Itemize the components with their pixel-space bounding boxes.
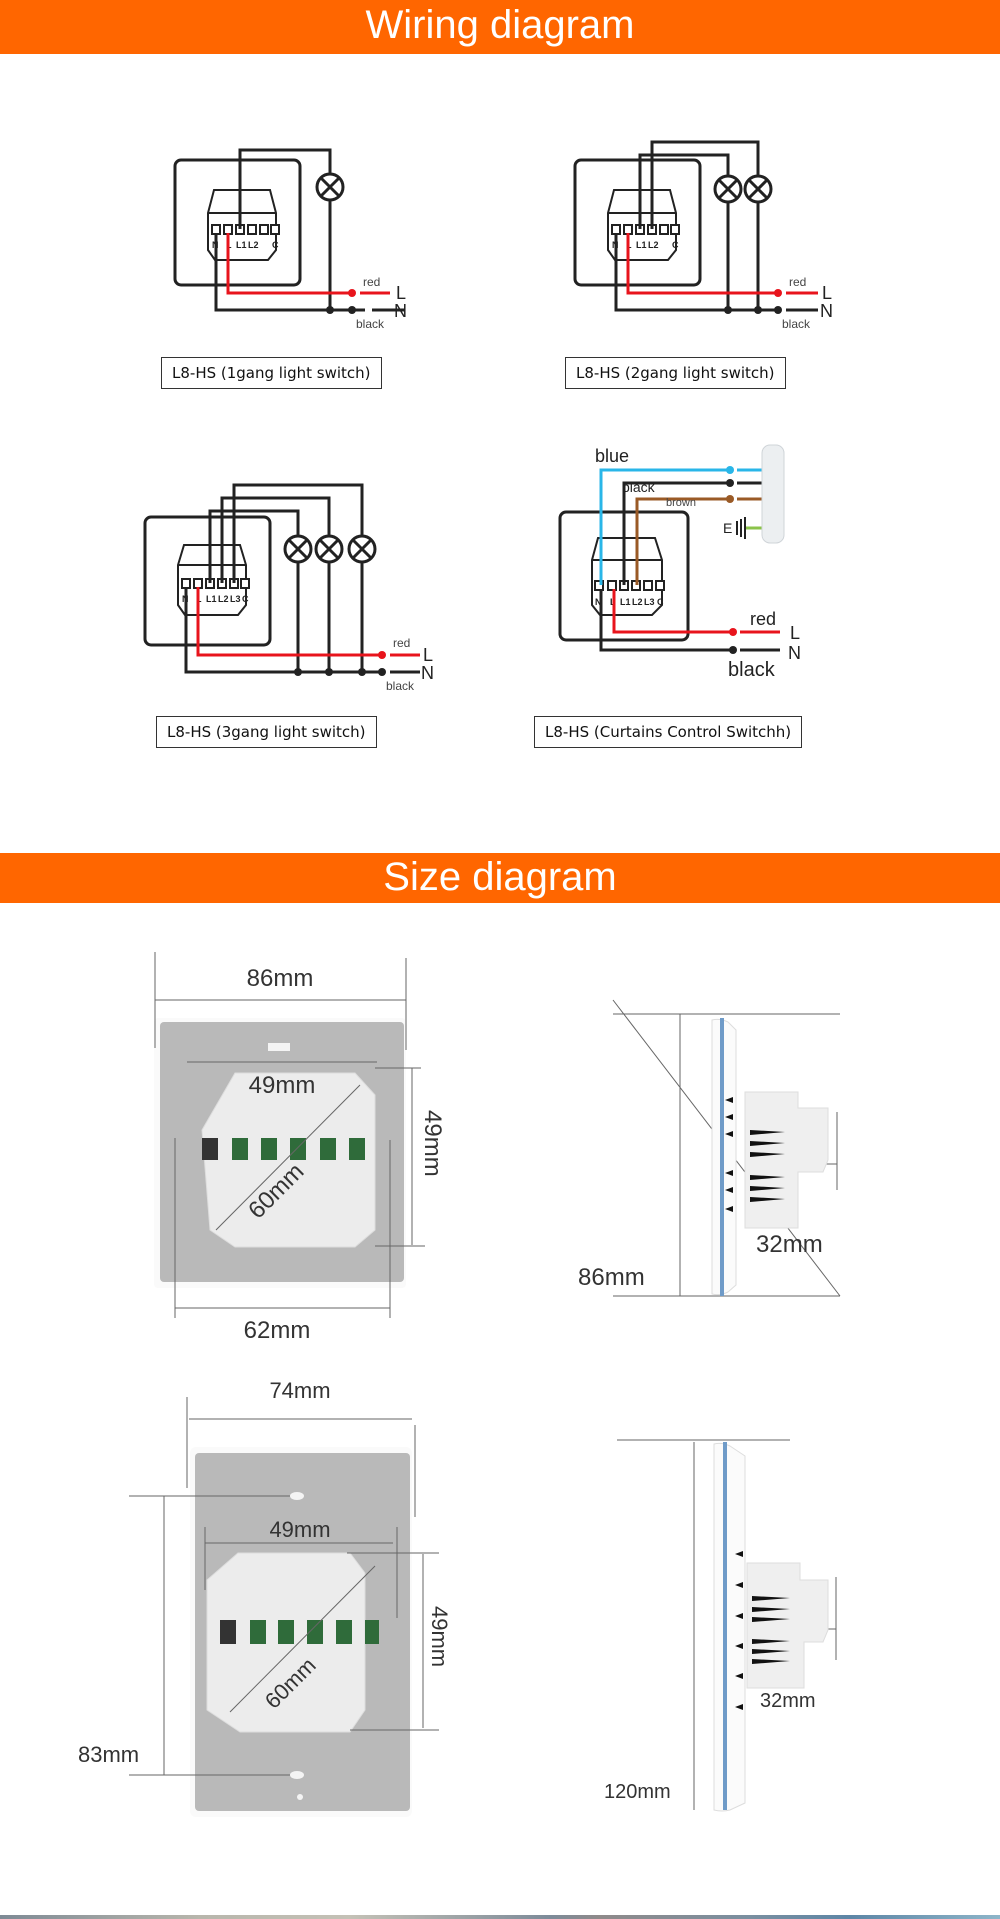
- live-terminal-label: L: [396, 283, 406, 303]
- terminal-l2: L2: [218, 594, 229, 604]
- live-wire-label: red: [363, 275, 380, 289]
- neutral-terminal-label: N: [788, 643, 801, 663]
- terminal-block: [211, 224, 280, 235]
- caption-2gang: L8-HS (2gang light switch): [565, 357, 786, 389]
- wire-live: [226, 233, 352, 295]
- wire-l1: [238, 148, 332, 229]
- lamp-icon: [314, 534, 344, 564]
- wiring-diagram-curtains: N L L1 L2 L3 C blue black brown E red L …: [558, 444, 801, 681]
- terminal-l1: L1: [620, 597, 631, 607]
- curtain-motor-image: [761, 444, 785, 544]
- neutral-wire-label: black: [782, 317, 811, 331]
- terminal-c: C: [272, 240, 279, 250]
- switch-module-side: [746, 1562, 829, 1689]
- neutral-terminal-label: N: [820, 301, 833, 321]
- wire-brown: [635, 497, 730, 585]
- blue-edge-strip: [720, 1018, 724, 1296]
- hole-spacing-dimension: 83mm: [78, 1742, 139, 1767]
- live-terminal-label: L: [790, 623, 800, 643]
- size-diagram-us-side: 32mm 120mm: [604, 1439, 837, 1812]
- wire-neutral: [214, 233, 365, 312]
- switch-module-side: [744, 1091, 829, 1229]
- black-wire-label: black: [622, 479, 656, 495]
- box-width-dimension: 49mm: [269, 1517, 330, 1542]
- neutral-wire-label: black: [386, 679, 415, 693]
- width-dimension: 86mm: [247, 965, 314, 992]
- wall-plate-outline: [173, 158, 302, 287]
- size-diagram-eu-front: 86mm 49mm 49mm 60mm 62mm: [154, 952, 446, 1344]
- hole-spacing-dimension: 62mm: [244, 1317, 311, 1344]
- terminal-row: [202, 1138, 365, 1160]
- wiring-diagram-1gang: N L L1 L2 C red L N black: [173, 148, 407, 331]
- neutral-terminal-label: N: [394, 301, 407, 321]
- lamp-icon: [347, 534, 377, 564]
- depth-dimension: 32mm: [756, 1231, 823, 1258]
- height-dimension: 86mm: [578, 1264, 645, 1291]
- depth-dimension: 32mm: [760, 1690, 816, 1712]
- wire-black-motor: [622, 481, 730, 585]
- terminal-l1: L1: [236, 240, 247, 250]
- size-diagram-header: Size diagram: [0, 853, 1000, 903]
- terminal-l3: L3: [644, 597, 655, 607]
- brown-wire-label: brown: [666, 497, 696, 509]
- lamp-icon: [315, 172, 345, 202]
- width-dimension: 74mm: [269, 1378, 330, 1403]
- live-wire-label: red: [750, 609, 776, 629]
- terminal-l2: L2: [648, 240, 659, 250]
- wiring-diagram-header: Wiring diagram: [0, 0, 1000, 54]
- box-height-dimension: 49mm: [419, 1110, 446, 1177]
- footer-divider: [0, 1915, 1000, 1919]
- terminal-l2: L2: [632, 597, 643, 607]
- terminal-c: C: [657, 597, 664, 607]
- blue-wire-label: blue: [595, 446, 629, 466]
- switch-module: [207, 189, 277, 261]
- wire-live: [612, 589, 733, 634]
- height-dimension: 120mm: [604, 1781, 671, 1803]
- caption-1gang: L8-HS (1gang light switch): [161, 357, 382, 389]
- terminal-l3: L3: [230, 594, 241, 604]
- terminal-l1: L1: [636, 240, 647, 250]
- wiring-diagram-2gang: N L L1 L2 C red L N black: [573, 140, 833, 331]
- box-width-dimension: 49mm: [249, 1072, 316, 1099]
- size-diagram-eu-side: 32mm 86mm: [578, 999, 841, 1297]
- terminal-c: C: [242, 594, 249, 604]
- wiring-diagram-3gang: N L L1 L2 L3 C red L N black: [143, 483, 434, 693]
- terminal-row: [220, 1620, 379, 1644]
- live-terminal-label: L: [822, 283, 832, 303]
- terminal-l2: L2: [248, 240, 259, 250]
- switch-module-back: [201, 1072, 376, 1248]
- wire-neutral: [599, 589, 733, 652]
- size-diagram-us-front: 74mm 49mm 49mm 60mm 83mm: [78, 1378, 452, 1817]
- terminal-n: N: [595, 597, 602, 607]
- earth-label: E: [723, 520, 732, 536]
- lamp-icon: [283, 534, 313, 564]
- caption-3gang: L8-HS (3gang light switch): [156, 716, 377, 748]
- neutral-wire-label: black: [728, 659, 776, 681]
- box-height-dimension: 49mm: [427, 1606, 452, 1667]
- terminal-l1: L1: [206, 594, 217, 604]
- neutral-wire-label: black: [356, 317, 385, 331]
- wire-blue: [599, 468, 730, 585]
- live-wire-label: red: [789, 275, 806, 289]
- blue-edge-strip: [723, 1442, 727, 1810]
- lamp-icon: [743, 174, 773, 204]
- live-terminal-label: L: [423, 645, 433, 665]
- lamp-icon: [713, 174, 743, 204]
- live-wire-label: red: [393, 636, 410, 650]
- switch-panel-side: [713, 1442, 746, 1812]
- terminal-c: C: [672, 240, 679, 250]
- caption-curtains: L8-HS (Curtains Control Switchh): [534, 716, 803, 748]
- neutral-terminal-label: N: [421, 663, 434, 683]
